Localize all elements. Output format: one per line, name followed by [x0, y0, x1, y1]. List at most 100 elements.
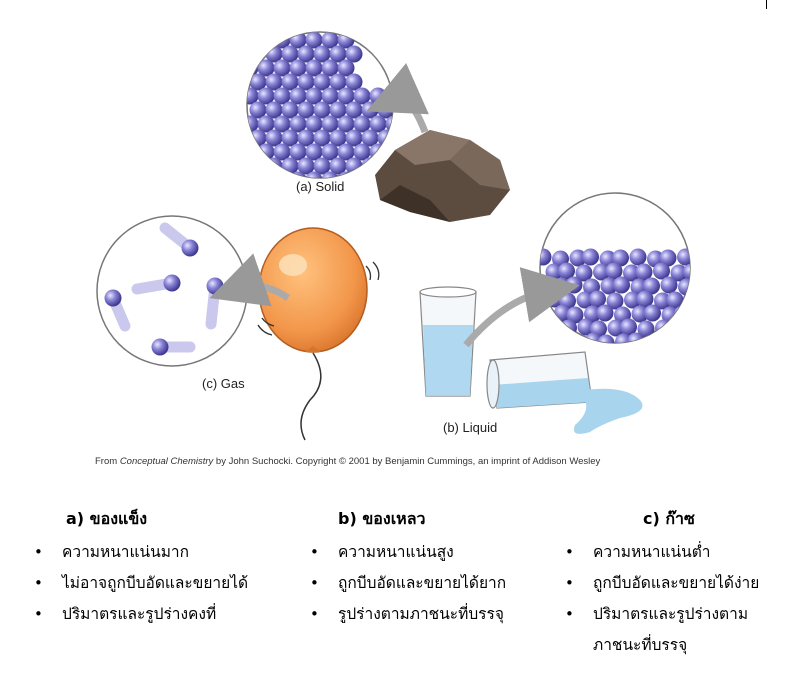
solid-particle — [313, 101, 331, 119]
heading-solid: a) ของแข็ง — [66, 509, 148, 528]
liquid-particle — [653, 262, 670, 280]
liquid-particle — [582, 248, 599, 266]
gas-property-1: ความหนาแน่นต่ำ — [563, 537, 759, 568]
liquid-particle — [542, 320, 560, 338]
liquid-particle — [685, 320, 690, 338]
liquid-property-2: ถูกบีบอัดและขยายได้ยาก — [308, 568, 506, 599]
solid-particle — [313, 45, 331, 63]
liquid-particle — [597, 334, 615, 343]
solid-particle — [273, 143, 291, 161]
rock-image — [375, 130, 510, 222]
gas-property-2: ถูกบีบอัดและขยายได้ง่าย — [563, 568, 759, 599]
solid-particle — [369, 143, 387, 161]
solid-particle — [321, 32, 339, 49]
liquid-particle — [693, 335, 710, 352]
solid-particle — [321, 115, 339, 133]
liquid-property-1: ความหนาแน่นสูง — [308, 537, 506, 568]
liquid-particle — [569, 249, 587, 267]
corner-mark — [766, 0, 767, 9]
water-glass-tipped — [486, 351, 643, 434]
solid-particle — [289, 143, 307, 161]
solid-particle — [273, 87, 291, 105]
liquid-particle — [606, 292, 624, 310]
liquid-particle — [540, 332, 555, 343]
solid-particle — [313, 157, 331, 175]
liquid-particle — [677, 248, 690, 266]
gas-arrow — [209, 253, 290, 307]
solid-particle — [297, 101, 315, 119]
solid-particle — [249, 73, 267, 91]
liquid-particle — [667, 318, 685, 336]
liquid-particle — [577, 318, 595, 336]
solid-particle — [289, 87, 307, 105]
liquid-particle — [584, 305, 601, 323]
column-solid: a) ของแข็ง ความหนาแน่นมาก ไม่อาจถูกบีบอั… — [32, 505, 248, 630]
solid-particle — [297, 157, 315, 175]
solid-particle — [329, 129, 347, 147]
liquid-particle — [600, 277, 618, 295]
gas-particle — [151, 338, 169, 356]
image-credit: From Conceptual Chemistry by John Suchoc… — [95, 456, 601, 467]
solid-particle — [321, 143, 339, 161]
solid-particle — [297, 73, 315, 91]
liquid-particle — [659, 249, 677, 267]
gas-particle — [206, 277, 224, 295]
caption-liquid: (b) Liquid — [443, 420, 498, 435]
solid-particle — [257, 59, 275, 77]
solid-particle — [297, 45, 315, 63]
liquid-particle — [692, 305, 709, 322]
liquid-particle — [631, 305, 649, 323]
solid-particle — [329, 101, 347, 119]
liquid-particle — [605, 262, 623, 280]
solid-particle — [313, 129, 331, 147]
liquid-particle — [589, 290, 606, 308]
liquid-particle — [550, 334, 567, 343]
liquid-particle — [691, 278, 708, 295]
column-gas: c) ก๊าซ ความหนาแน่นต่ำ ถูกบีบอัดและขยายไ… — [563, 505, 759, 661]
solid-particle — [297, 129, 315, 147]
solid-property-3: ปริมาตรและรูปร่างคงที่ — [32, 599, 248, 630]
solid-particle — [247, 115, 259, 133]
solid-particle — [265, 157, 283, 175]
solid-particle — [337, 59, 355, 77]
liquid-particle — [675, 332, 690, 343]
solid-particle — [313, 73, 331, 91]
solid-particle — [345, 129, 363, 147]
solid-particle — [257, 115, 275, 133]
solid-particle — [305, 143, 323, 161]
solid-particle — [281, 129, 299, 147]
liquid-particle — [623, 264, 640, 282]
solid-particle — [281, 45, 299, 63]
solid-particle — [337, 115, 355, 133]
solid-particle — [329, 157, 347, 175]
gas-property-3-line-2: ภาชนะที่บรรจุ — [593, 636, 688, 654]
solid-particle — [329, 73, 347, 91]
heading-liquid: b) ของเหลว — [338, 509, 426, 528]
gas-property-3: ปริมาตรและรูปร่างตาม ภาชนะที่บรรจุ — [563, 599, 759, 661]
gas-particle — [104, 289, 122, 307]
liquid-particle — [540, 248, 552, 266]
liquid-particle — [662, 333, 680, 343]
gas-zoom-circle — [96, 215, 248, 367]
solid-property-2: ไม่อาจถูกบีบอัดและขยายได้ — [32, 568, 248, 599]
solid-particle — [305, 59, 323, 77]
solid-particle — [265, 101, 283, 119]
solid-particle — [247, 87, 259, 105]
liquid-particle — [627, 332, 645, 343]
liquid-particle — [666, 291, 684, 309]
gas-property-3-line-1: ปริมาตรและรูปร่างตาม — [593, 605, 749, 623]
liquid-particle — [576, 291, 594, 309]
liquid-particle — [654, 292, 671, 310]
liquid-particle — [684, 290, 690, 308]
liquid-arrow — [463, 267, 580, 348]
caption-solid: (a) Solid — [296, 179, 345, 194]
liquid-particle — [613, 276, 630, 294]
heading-gas: c) ก๊าซ — [643, 509, 695, 528]
liquid-particle — [635, 263, 653, 281]
liquid-particle — [702, 293, 719, 310]
solid-particle — [361, 129, 379, 147]
book-title: Conceptual Chemistry — [119, 456, 214, 467]
solid-particle — [337, 143, 355, 161]
liquid-particle — [612, 249, 629, 267]
liquid-particle — [607, 319, 625, 337]
